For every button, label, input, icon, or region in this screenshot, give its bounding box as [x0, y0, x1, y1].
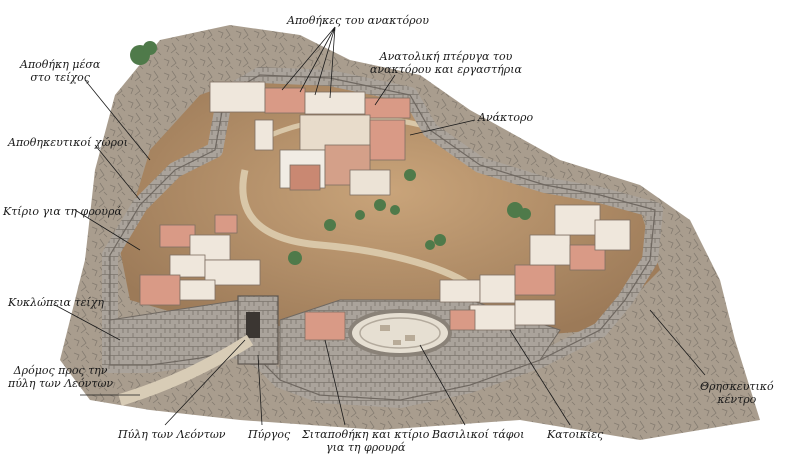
label-houses: Κατοικίες — [547, 428, 604, 441]
label-palace: Ανάκτορο — [478, 111, 534, 124]
granary — [304, 311, 346, 341]
label-royal-tombs: Βασιλικοί τάφοι — [432, 428, 525, 441]
label-religious-line2: κέντρο — [717, 393, 757, 406]
label-storeroom-in-wall-line2: στο τείχος — [30, 71, 90, 84]
label-storeroom-in-wall-line1: Αποθήκη μέσα — [20, 58, 101, 71]
label-granary-line2: για τη φρουρά — [326, 441, 406, 454]
label-east-wing-line2: ανακτόρου και εργαστήρια — [370, 63, 522, 76]
road-to-lion-gate — [118, 334, 254, 406]
label-granary: Σιταποθήκη και κτίριο για τη φρουρά — [302, 428, 429, 454]
western-houses — [139, 214, 261, 306]
ramp-road — [239, 169, 472, 288]
south-eastern-houses — [439, 204, 631, 331]
label-storeroom-in-wall: Αποθήκη μέσα στο τείχος — [20, 58, 100, 84]
label-east-wing: Ανατολική πτέρυγα του ανακτόρου και εργα… — [370, 50, 522, 76]
label-tower: Πύργος — [248, 428, 291, 441]
label-east-wing-line1: Ανατολική πτέρυγα του — [379, 50, 513, 63]
label-religious-line1: Θρησκευτικό — [700, 380, 774, 393]
label-road-to-lion-gate: Δρόμος προς την πύλη των Λεόντων — [8, 364, 113, 390]
label-granary-line1: Σιταποθήκη και κτίριο — [302, 428, 430, 441]
vegetation — [130, 41, 531, 265]
leader-lines — [54, 26, 706, 426]
lion-gate-opening — [246, 312, 260, 338]
label-storerooms-palace: Αποθήκες του ανακτόρου — [287, 14, 429, 27]
label-road-line1: Δρόμος προς την — [13, 364, 108, 377]
label-cyclopean-walls: Κυκλώπεια τείχη — [8, 296, 104, 309]
label-lion-gate: Πύλη των Λεόντων — [118, 428, 226, 441]
label-road-line2: πύλη των Λεόντων — [8, 377, 114, 390]
palace-buildings — [209, 81, 411, 196]
label-storage-areas: Αποθηκευτικοί χώροι — [8, 136, 128, 149]
label-guard-building: Κτίριο για τη φρουρά — [3, 205, 122, 218]
label-religious-center: Θρησκευτικό κέντρο — [700, 380, 774, 406]
